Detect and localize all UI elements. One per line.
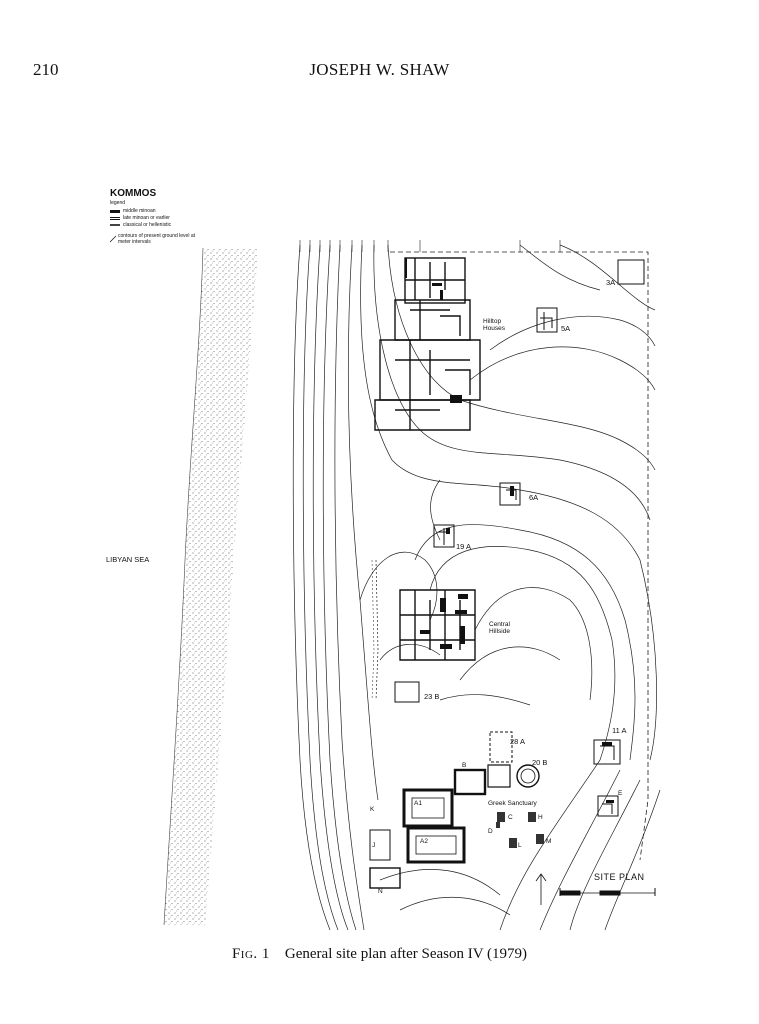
- legend-swatch-double: [110, 216, 120, 220]
- label-a2: A2: [420, 838, 428, 845]
- legend-swatch-solid: [110, 209, 120, 213]
- label-d: D: [488, 828, 493, 835]
- label-c: C: [508, 814, 513, 821]
- top-ticks: [299, 240, 561, 252]
- contour-lines: [292, 244, 661, 931]
- scale-bar: [559, 888, 656, 896]
- label-k: K: [370, 806, 375, 813]
- label-area-23b: 23 B: [424, 692, 440, 701]
- label-area-19a: 19 A: [456, 542, 472, 551]
- hilltop-dark-walls: [432, 283, 462, 403]
- label-area-28a: 28 A: [510, 737, 526, 746]
- figure-label: Fig. 1: [231, 946, 270, 962]
- label-hilltop-houses-1: Hilltop: [483, 318, 502, 325]
- label-j: J: [372, 842, 376, 849]
- running-head: JOSEPH W. SHAW: [309, 60, 450, 79]
- central-hillside-walls: [399, 589, 476, 661]
- figure-caption-text: General site plan after Season IV (1979): [284, 946, 528, 962]
- label-central-hillside-2: Hillside: [489, 628, 510, 635]
- legend-item-late-minoan: late minoan or earlier: [110, 215, 170, 221]
- label-greek-sanctuary: Greek Sanctuary: [488, 800, 537, 807]
- label-h: H: [538, 814, 543, 821]
- greek-sanctuary-walls: [369, 764, 540, 889]
- small-trenches: [394, 259, 645, 817]
- legend-subtitle: legend: [110, 200, 126, 206]
- label-area-3a: 3A: [606, 278, 616, 287]
- label-central-hillside-1: Central: [489, 621, 510, 628]
- beach-stipple: [164, 248, 258, 925]
- label-m: M: [546, 838, 552, 845]
- label-libyan-sea: LIBYAN SEA: [106, 555, 150, 564]
- legend-title: KOMMOS: [110, 188, 157, 199]
- legend-item-middle-minoan: middle minoan: [110, 208, 156, 214]
- label-site-plan: SITE PLAN: [594, 872, 645, 882]
- north-arrow: [535, 873, 547, 905]
- label-area-20b: 20 B: [532, 758, 548, 767]
- label-e: E: [618, 790, 623, 797]
- label-area-11a: 11 A: [612, 726, 627, 735]
- label-a1: A1: [414, 800, 422, 807]
- central-dark-walls: [420, 594, 468, 649]
- shoreline: [163, 247, 204, 926]
- label-b: B: [462, 762, 467, 769]
- label-area-6a: 6A: [529, 493, 539, 502]
- trench-dark-walls: [446, 486, 614, 803]
- sanctuary-altars: [496, 812, 544, 848]
- page-number: 210: [33, 60, 59, 79]
- hilltop-houses-walls: [374, 257, 481, 431]
- label-l: L: [518, 842, 522, 849]
- legend-item-contours: contours of present ground level at mete…: [118, 233, 195, 245]
- modern-path: [375, 559, 379, 701]
- site-boundary: [390, 251, 649, 861]
- figure-caption: Fig. 1 General site plan after Season IV…: [0, 946, 759, 963]
- label-area-5a: 5A: [561, 324, 571, 333]
- legend-item-classical: classical or hellenistic: [110, 222, 171, 228]
- label-hilltop-houses-2: Houses: [483, 325, 506, 332]
- legend-swatch-hatch: [110, 224, 120, 226]
- label-n: N: [378, 888, 383, 895]
